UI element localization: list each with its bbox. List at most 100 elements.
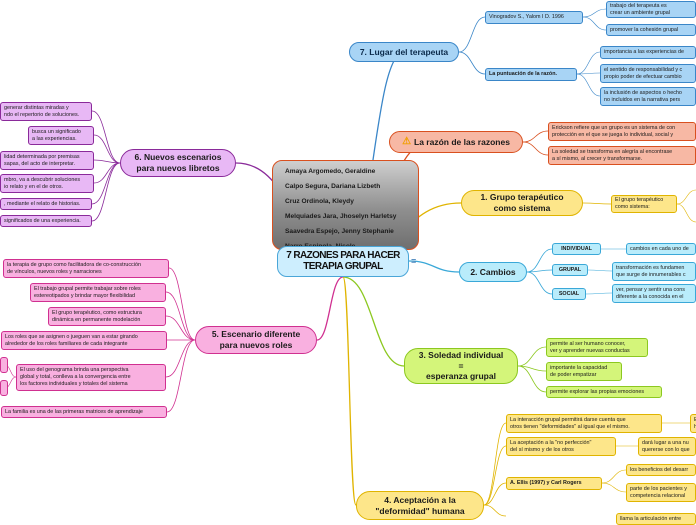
node-t5e2[interactable] [0, 380, 8, 396]
node-t7b2[interactable]: el sentido de responsabilidad y c propio… [600, 64, 696, 83]
node-t4b[interactable]: La aceptación a la "no perfección" del s… [506, 437, 616, 456]
node-label: La aceptación a la "no perfección" del s… [510, 439, 592, 453]
member-name: Cruz Ordinola, Kleydy [285, 198, 354, 205]
node-t6b[interactable]: busca un significado a las experiencias. [28, 126, 94, 145]
member-name: Calpo Segura, Dariana Lizbeth [285, 183, 381, 190]
node-t5c[interactable]: El grupo terapéutico, como estructura di… [48, 307, 166, 326]
member-name: Amaya Argomedo, Geraldine [285, 168, 376, 175]
node-t2c[interactable]: SOCIAL [552, 288, 586, 300]
link-4b [483, 445, 507, 506]
node-t4b1[interactable]: dará lugar a una nu quererse con lo que [638, 437, 696, 456]
link-4c1 [601, 469, 627, 484]
node-label: la terapia de grupo como facilitadora de… [7, 261, 141, 275]
link-5e [165, 339, 196, 378]
node-t2b[interactable]: GRUPAL [552, 264, 588, 276]
node-t4a1[interactable]: E h [690, 414, 696, 433]
node-label: llama la articulación entre [620, 515, 682, 522]
node-t2c1[interactable]: ver, pensar y sentir una cons diferente … [612, 284, 696, 303]
node-t5f[interactable]: La familia es una de las primeras matric… [1, 406, 167, 418]
node-t3[interactable]: 3. Soledad individual = esperanza grupal [404, 348, 518, 384]
node-t1a[interactable]: El grupo terapéutico como sistema: [611, 195, 677, 213]
node-t7[interactable]: 7. Lugar del terapeuta [349, 42, 459, 62]
notes-icon[interactable]: ≡ [411, 256, 417, 266]
node-label: La razón de las razones [414, 136, 510, 147]
node-t4c2[interactable]: parte de los pacientes y competencia rel… [626, 483, 696, 502]
node-t5e1[interactable] [0, 357, 8, 373]
node-label: 1. Grupo terapéutico como sistema [480, 192, 564, 213]
node-label: GRUPAL [558, 266, 582, 273]
link-2b1 [587, 269, 613, 272]
node-t3b[interactable]: importante la capacidad de poder empatiz… [546, 362, 622, 381]
node-t2a[interactable]: INDIVIDUAL [552, 243, 601, 255]
node-t2[interactable]: 2. Cambios [459, 262, 527, 282]
node-label: cambios en cada uno de [630, 245, 689, 252]
link-7a [458, 16, 486, 53]
node-t7a[interactable]: Vinogradov S., Yalom I D. 1996 [485, 11, 583, 24]
member-name: Melquiades Jara, Jhoselyn Harletsy [285, 213, 397, 220]
node-t5[interactable]: 5. Escenario diferente para nuevos roles [195, 326, 317, 354]
node-label: E h [694, 417, 696, 431]
node-label: el sentido de responsabilidad y c propio… [604, 66, 683, 80]
node-t3c[interactable]: permite explorar las propias emociones [546, 386, 662, 398]
node-t6d[interactable]: mbro, va a descubrir soluciones io relat… [0, 174, 94, 193]
node-t7b1[interactable]: importancia a las experiencias de [600, 46, 696, 59]
node-tr[interactable]: ⚠La razón de las razones [389, 131, 523, 153]
node-label: generar distintas miradas y ndo el reper… [4, 104, 80, 118]
node-label: importancia a las experiencias de [604, 49, 685, 56]
node-label: Los roles que se asignen o jueguen van a… [5, 333, 138, 347]
node-label: permite al ser humano conocer, ver y apr… [550, 340, 630, 354]
node-label: Vinogradov S., Yalom I D. 1996 [489, 14, 564, 21]
root-title: 7 RAZONES PARA HACER TERAPIA GRUPAL [286, 250, 400, 272]
node-label: El grupo terapéutico como sistema: [615, 197, 664, 210]
node-t7a1[interactable]: trabajo del terapeuta es crear un ambien… [606, 1, 696, 18]
link-root-4 [342, 276, 357, 506]
link-r2 [522, 141, 549, 156]
node-t6f[interactable]: significados de una experiencia. [0, 215, 92, 227]
node-t6c[interactable]: lidad determinada por premisas sapas, de… [0, 151, 94, 170]
node-t4c1[interactable]: los beneficios del desarr [626, 464, 696, 476]
node-t5b[interactable]: El trabajo grupal permite trabajar sobre… [30, 283, 166, 302]
node-label: 6. Nuevos escenarios para nuevos libreto… [134, 152, 222, 173]
root-topic[interactable]: 7 RAZONES PARA HACER TERAPIA GRUPAL [277, 246, 409, 277]
link-7b2 [576, 72, 601, 75]
node-label: los beneficios del desarr [630, 466, 689, 473]
members-box[interactable]: Amaya Argomedo, Geraldine Calpo Segura, … [272, 160, 419, 250]
link-2c [526, 271, 553, 295]
link-2a [526, 248, 553, 273]
link-root-3 [342, 276, 405, 367]
node-t6[interactable]: 6. Nuevos escenarios para nuevos libreto… [120, 149, 236, 177]
node-t4c[interactable]: A. Ellis (1997) y Carl Rogers [506, 477, 602, 490]
node-t4[interactable]: 4. Aceptación a la "deformidad" humana [356, 491, 484, 520]
node-label: importante la capacidad de poder empatiz… [550, 364, 608, 378]
node-t2a1[interactable]: cambios en cada uno de [626, 243, 696, 255]
node-t2b1[interactable]: transformación es fundamen que surge de … [612, 262, 696, 281]
node-t7b3[interactable]: la inclusión de aspectos o hecho no incl… [600, 87, 696, 106]
node-t5a[interactable]: la terapia de grupo como facilitadora de… [3, 259, 169, 278]
node-t6a[interactable]: generar distintas miradas y ndo el reper… [0, 102, 92, 121]
warning-icon: ⚠ [402, 135, 412, 147]
link-root-2 [408, 260, 460, 273]
node-t3a[interactable]: permite al ser humano conocer, ver y apr… [546, 338, 648, 357]
node-tr2[interactable]: La soledad se transforma en alegría al e… [548, 146, 696, 165]
link-1a-out1 [676, 189, 696, 205]
node-t4d[interactable]: llama la articulación entre [616, 513, 696, 525]
node-t7a2[interactable]: promover la cohesión grupal [606, 24, 696, 36]
node-label: El trabajo grupal permite trabajar sobre… [34, 285, 141, 299]
node-label: Erickson refiere que un grupo es un sist… [552, 124, 676, 138]
node-label: INDIVIDUAL [561, 245, 592, 252]
link-4c [483, 482, 507, 506]
node-t6e[interactable]: , mediante el relato de historias. [0, 198, 92, 210]
node-t5d[interactable]: Los roles que se asignen o jueguen van a… [1, 331, 167, 350]
node-t7b[interactable]: La puntuación de la razón. [485, 68, 577, 81]
link-3c [517, 365, 547, 393]
link-4a [483, 422, 507, 506]
node-t1[interactable]: 1. Grupo terapéutico como sistema [461, 190, 583, 216]
node-label: dará lugar a una nu quererse con lo que [642, 439, 690, 453]
node-t5e[interactable]: El uso del genograma brinda una perspect… [16, 364, 166, 391]
node-label: promover la cohesión grupal [610, 26, 679, 33]
node-label: mbro, va a descubrir soluciones io relat… [4, 176, 81, 190]
link-5c [165, 315, 196, 341]
node-tr1[interactable]: Erickson refiere que un grupo es un sist… [548, 122, 696, 141]
node-t4a[interactable]: La interacción grupal permitirá darse cu… [506, 414, 662, 433]
